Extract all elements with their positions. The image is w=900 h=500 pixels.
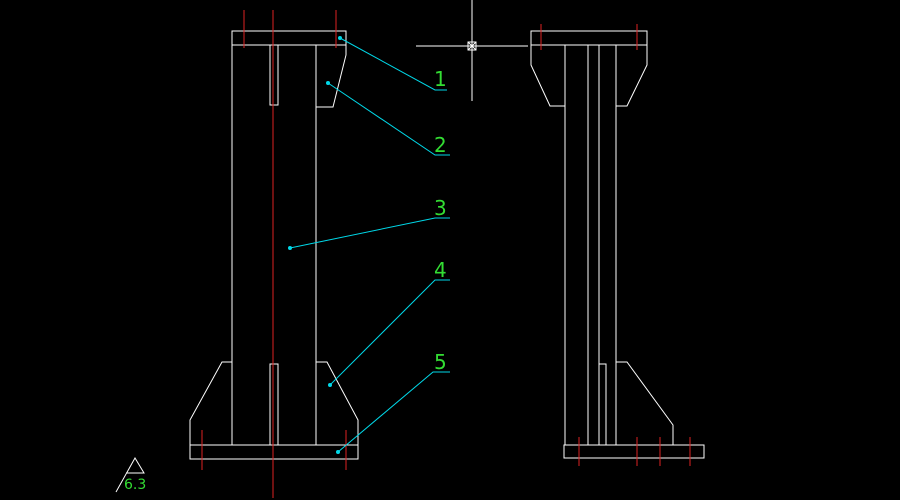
leader-dot-1 bbox=[338, 36, 342, 40]
roughness-triangle bbox=[115, 457, 145, 493]
leader-dot-3 bbox=[288, 246, 292, 250]
callout-label-4: 4 bbox=[434, 258, 447, 282]
side-view-markers bbox=[540, 24, 691, 466]
base-plate bbox=[189, 444, 359, 460]
surface-roughness-symbol: 6.3 bbox=[115, 457, 146, 493]
callout-label-2: 2 bbox=[434, 133, 447, 157]
top-web-plate bbox=[269, 44, 279, 106]
leader-dot-4 bbox=[328, 383, 332, 387]
callout-label-5: 5 bbox=[434, 350, 447, 374]
leader-dots bbox=[288, 36, 342, 454]
roughness-value: 6.3 bbox=[124, 477, 146, 493]
callout-label-1: 1 bbox=[434, 67, 447, 91]
leader-2 bbox=[327, 82, 450, 156]
leader-lines bbox=[289, 37, 450, 453]
crosshair-cursor-icon[interactable] bbox=[416, 0, 528, 101]
callout-labels: 1 2 3 4 5 bbox=[434, 67, 447, 374]
leader-5 bbox=[337, 371, 450, 453]
leader-3 bbox=[289, 217, 450, 249]
leader-4 bbox=[329, 279, 450, 386]
side-bottom-gusset bbox=[616, 361, 674, 445]
top-plate bbox=[231, 30, 347, 46]
front-view bbox=[189, 30, 359, 460]
side-top-plate bbox=[530, 30, 648, 46]
front-view-centerlines bbox=[201, 10, 347, 498]
side-view bbox=[530, 30, 705, 459]
leader-1 bbox=[339, 37, 447, 91]
leader-dot-5 bbox=[336, 450, 340, 454]
leader-dot-2 bbox=[326, 81, 330, 85]
callout-label-3: 3 bbox=[434, 196, 447, 220]
side-base-plate bbox=[563, 444, 705, 459]
